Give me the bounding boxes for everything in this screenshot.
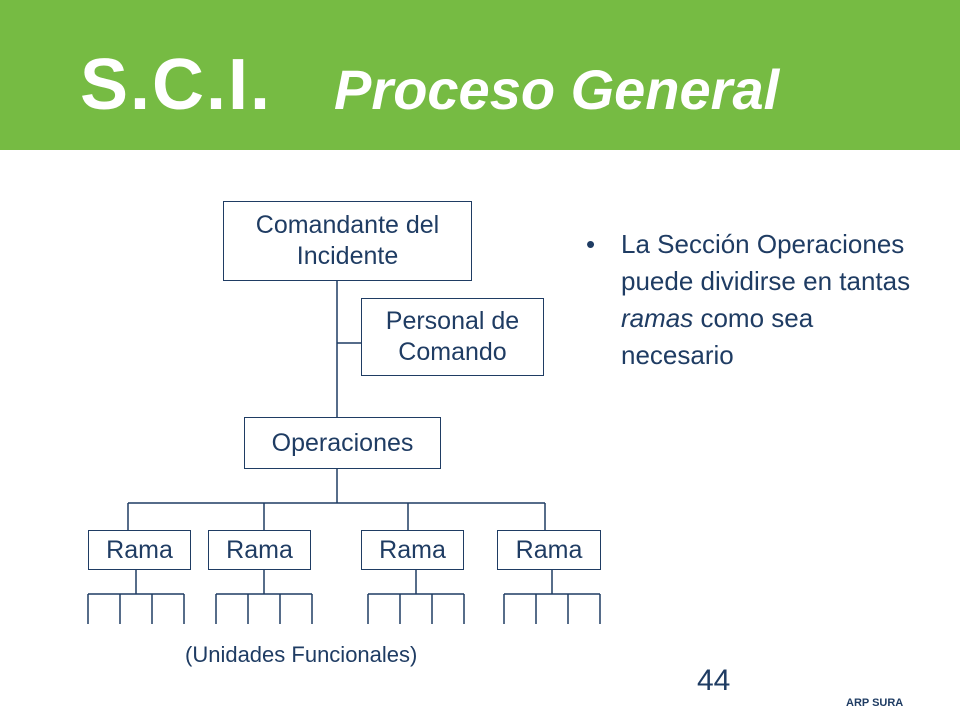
slide-title: S.C.I. Proceso General: [80, 44, 779, 126]
label-rama-2: Rama: [226, 535, 293, 564]
box-comandante-incidente: Comandante del Incidente: [223, 201, 472, 281]
bullet-text-end: como sea necesario: [621, 303, 814, 370]
box-rama-1: Rama: [88, 530, 191, 570]
units-caption: (Unidades Funcionales): [185, 642, 418, 667]
box-rama-3: Rama: [361, 530, 464, 570]
brand-label: ARP SURA: [846, 697, 904, 709]
title-acronym: S.C.I.: [80, 45, 273, 125]
label-rama-4: Rama: [515, 535, 583, 564]
title-banner: S.C.I. Proceso General: [0, 0, 960, 150]
bullet-text-start: La Sección Operaciones puede dividirse e…: [621, 229, 911, 296]
label-operaciones: Operaciones: [271, 428, 414, 457]
label-rama-1: Rama: [106, 535, 173, 564]
bullet-text-emphasis: ramas: [621, 303, 694, 333]
box-operaciones: Operaciones: [244, 417, 441, 469]
label-comandante: Comandante del Incidente: [255, 211, 440, 270]
bullet-text: La Sección Operaciones puede dividirse e…: [621, 226, 911, 374]
page-number: 44: [697, 664, 731, 697]
bullet-marker: •: [586, 229, 596, 259]
box-rama-4: Rama: [497, 530, 601, 570]
box-personal-comando: Personal de Comando: [361, 298, 544, 376]
label-rama-3: Rama: [379, 535, 446, 564]
functional-units: [87, 570, 601, 624]
box-rama-2: Rama: [208, 530, 311, 570]
label-personal-comando: Personal de Comando: [385, 307, 520, 366]
title-subtitle: Proceso General: [334, 58, 780, 121]
